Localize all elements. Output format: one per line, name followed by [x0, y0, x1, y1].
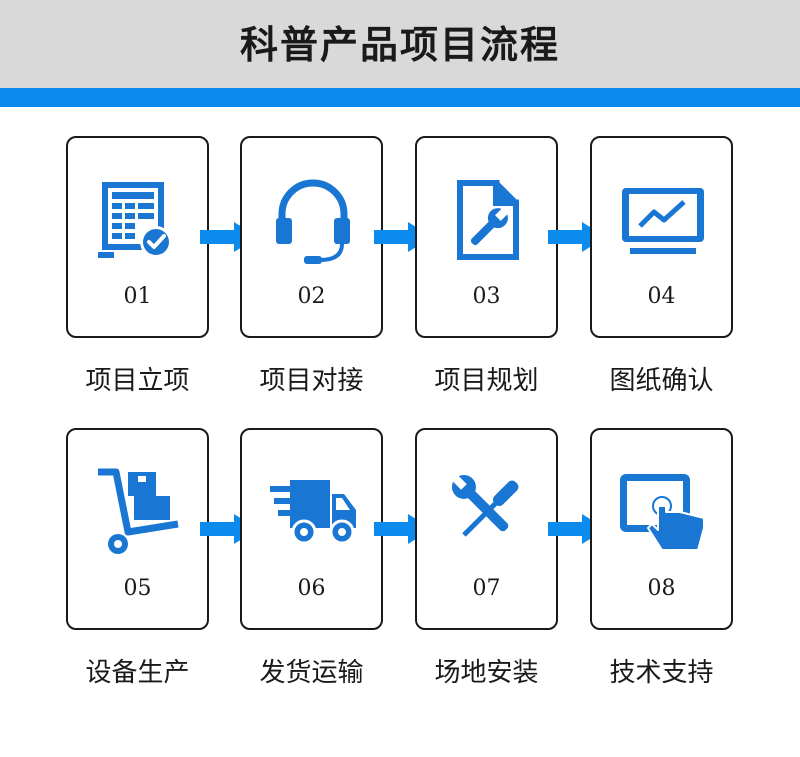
spreadsheet-check-icon	[98, 182, 172, 258]
step-number: 07	[472, 576, 501, 601]
page-title: 科普产品项目流程	[239, 22, 560, 67]
step-card-06: 06	[240, 428, 383, 630]
step-card-07: 07	[415, 428, 558, 630]
step-label: 项目对接	[259, 366, 364, 396]
step-number: 08	[647, 576, 676, 601]
step-card-02: 02	[240, 136, 383, 338]
step-card-08: 08	[590, 428, 733, 630]
monitor-chart-icon	[622, 188, 704, 254]
step-card-03: 03	[415, 136, 558, 338]
step-number: 05	[123, 576, 152, 601]
step-label: 图纸确认	[609, 366, 714, 396]
step-label: 发货运输	[259, 658, 364, 688]
accent-bar	[0, 88, 800, 107]
document-wrench-icon	[457, 180, 519, 260]
step-number: 02	[297, 284, 326, 309]
step-card-01: 01	[66, 136, 209, 338]
headset-icon	[276, 179, 350, 264]
step-number: 06	[297, 576, 326, 601]
touch-screen-icon	[620, 474, 705, 551]
step-card-04: 04	[590, 136, 733, 338]
step-number: 03	[472, 284, 501, 309]
delivery-truck-icon	[270, 480, 356, 545]
step-number: 04	[647, 284, 676, 309]
step-label: 场地安装	[434, 658, 539, 688]
step-label: 项目立项	[85, 366, 190, 396]
step-label: 设备生产	[85, 658, 190, 688]
step-label: 技术支持	[609, 658, 714, 688]
hand-truck-icon	[98, 468, 179, 554]
step-label: 项目规划	[434, 366, 539, 396]
tools-icon	[451, 474, 519, 537]
header-band: 科普产品项目流程	[0, 0, 800, 88]
step-number: 01	[123, 284, 152, 309]
step-card-05: 05	[66, 428, 209, 630]
